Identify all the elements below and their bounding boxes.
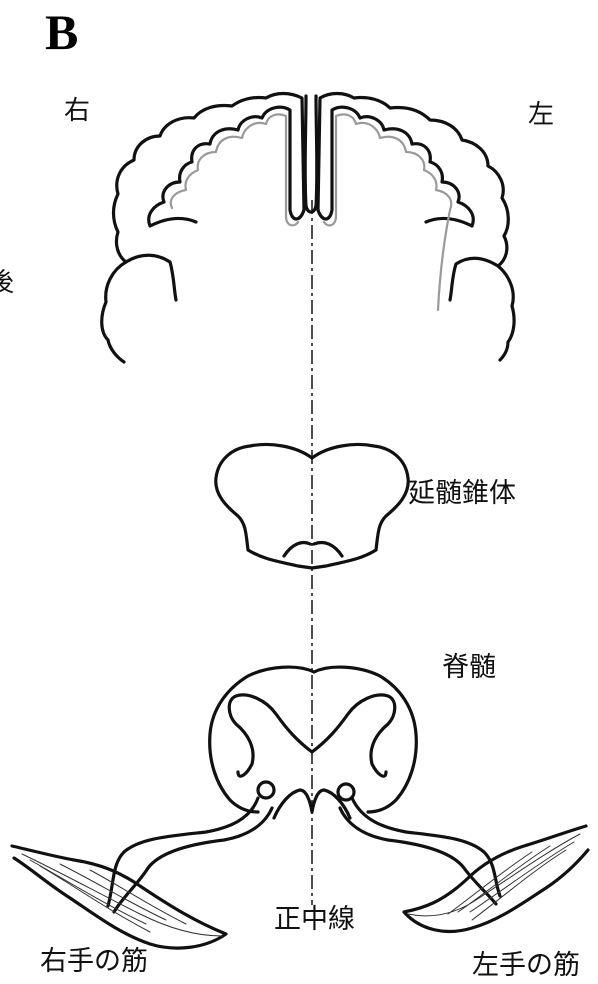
cut-off-label: 後 (0, 268, 14, 298)
right-side-label: 右 (64, 96, 90, 126)
longitudinal-fissure (305, 96, 317, 212)
left-motor-nerve-lower (340, 808, 496, 904)
midline-label: 正中線 (274, 904, 355, 936)
right-hand-muscle-fiber (22, 854, 222, 936)
medulla-pyramid-inner-arc-right (284, 543, 310, 557)
panel-label: B (45, 4, 78, 60)
right-white-matter-line (171, 114, 298, 225)
medulla-pyramid-inner-arc-left (314, 543, 342, 557)
left-white-matter-line (324, 114, 451, 310)
right-ventral-horn-motor-neuron (258, 782, 274, 798)
left-side-label: 左 (528, 100, 554, 130)
left-hand-muscle-label: 左手の筋 (472, 950, 580, 982)
spinal-cord-label: 脊髄 (442, 652, 496, 684)
left-hemisphere-sulcus (450, 258, 498, 300)
right-hemisphere-sulcus (126, 255, 176, 300)
right-hand-muscle-label: 右手の筋 (40, 946, 148, 978)
spinal-cord-outline (210, 667, 417, 812)
right-hemisphere-outline (102, 94, 304, 363)
medulla-pyramid-label: 延髄錐体 (408, 478, 516, 510)
left-hemisphere-outline (318, 94, 514, 361)
right-motor-nerve-lower (114, 808, 272, 912)
